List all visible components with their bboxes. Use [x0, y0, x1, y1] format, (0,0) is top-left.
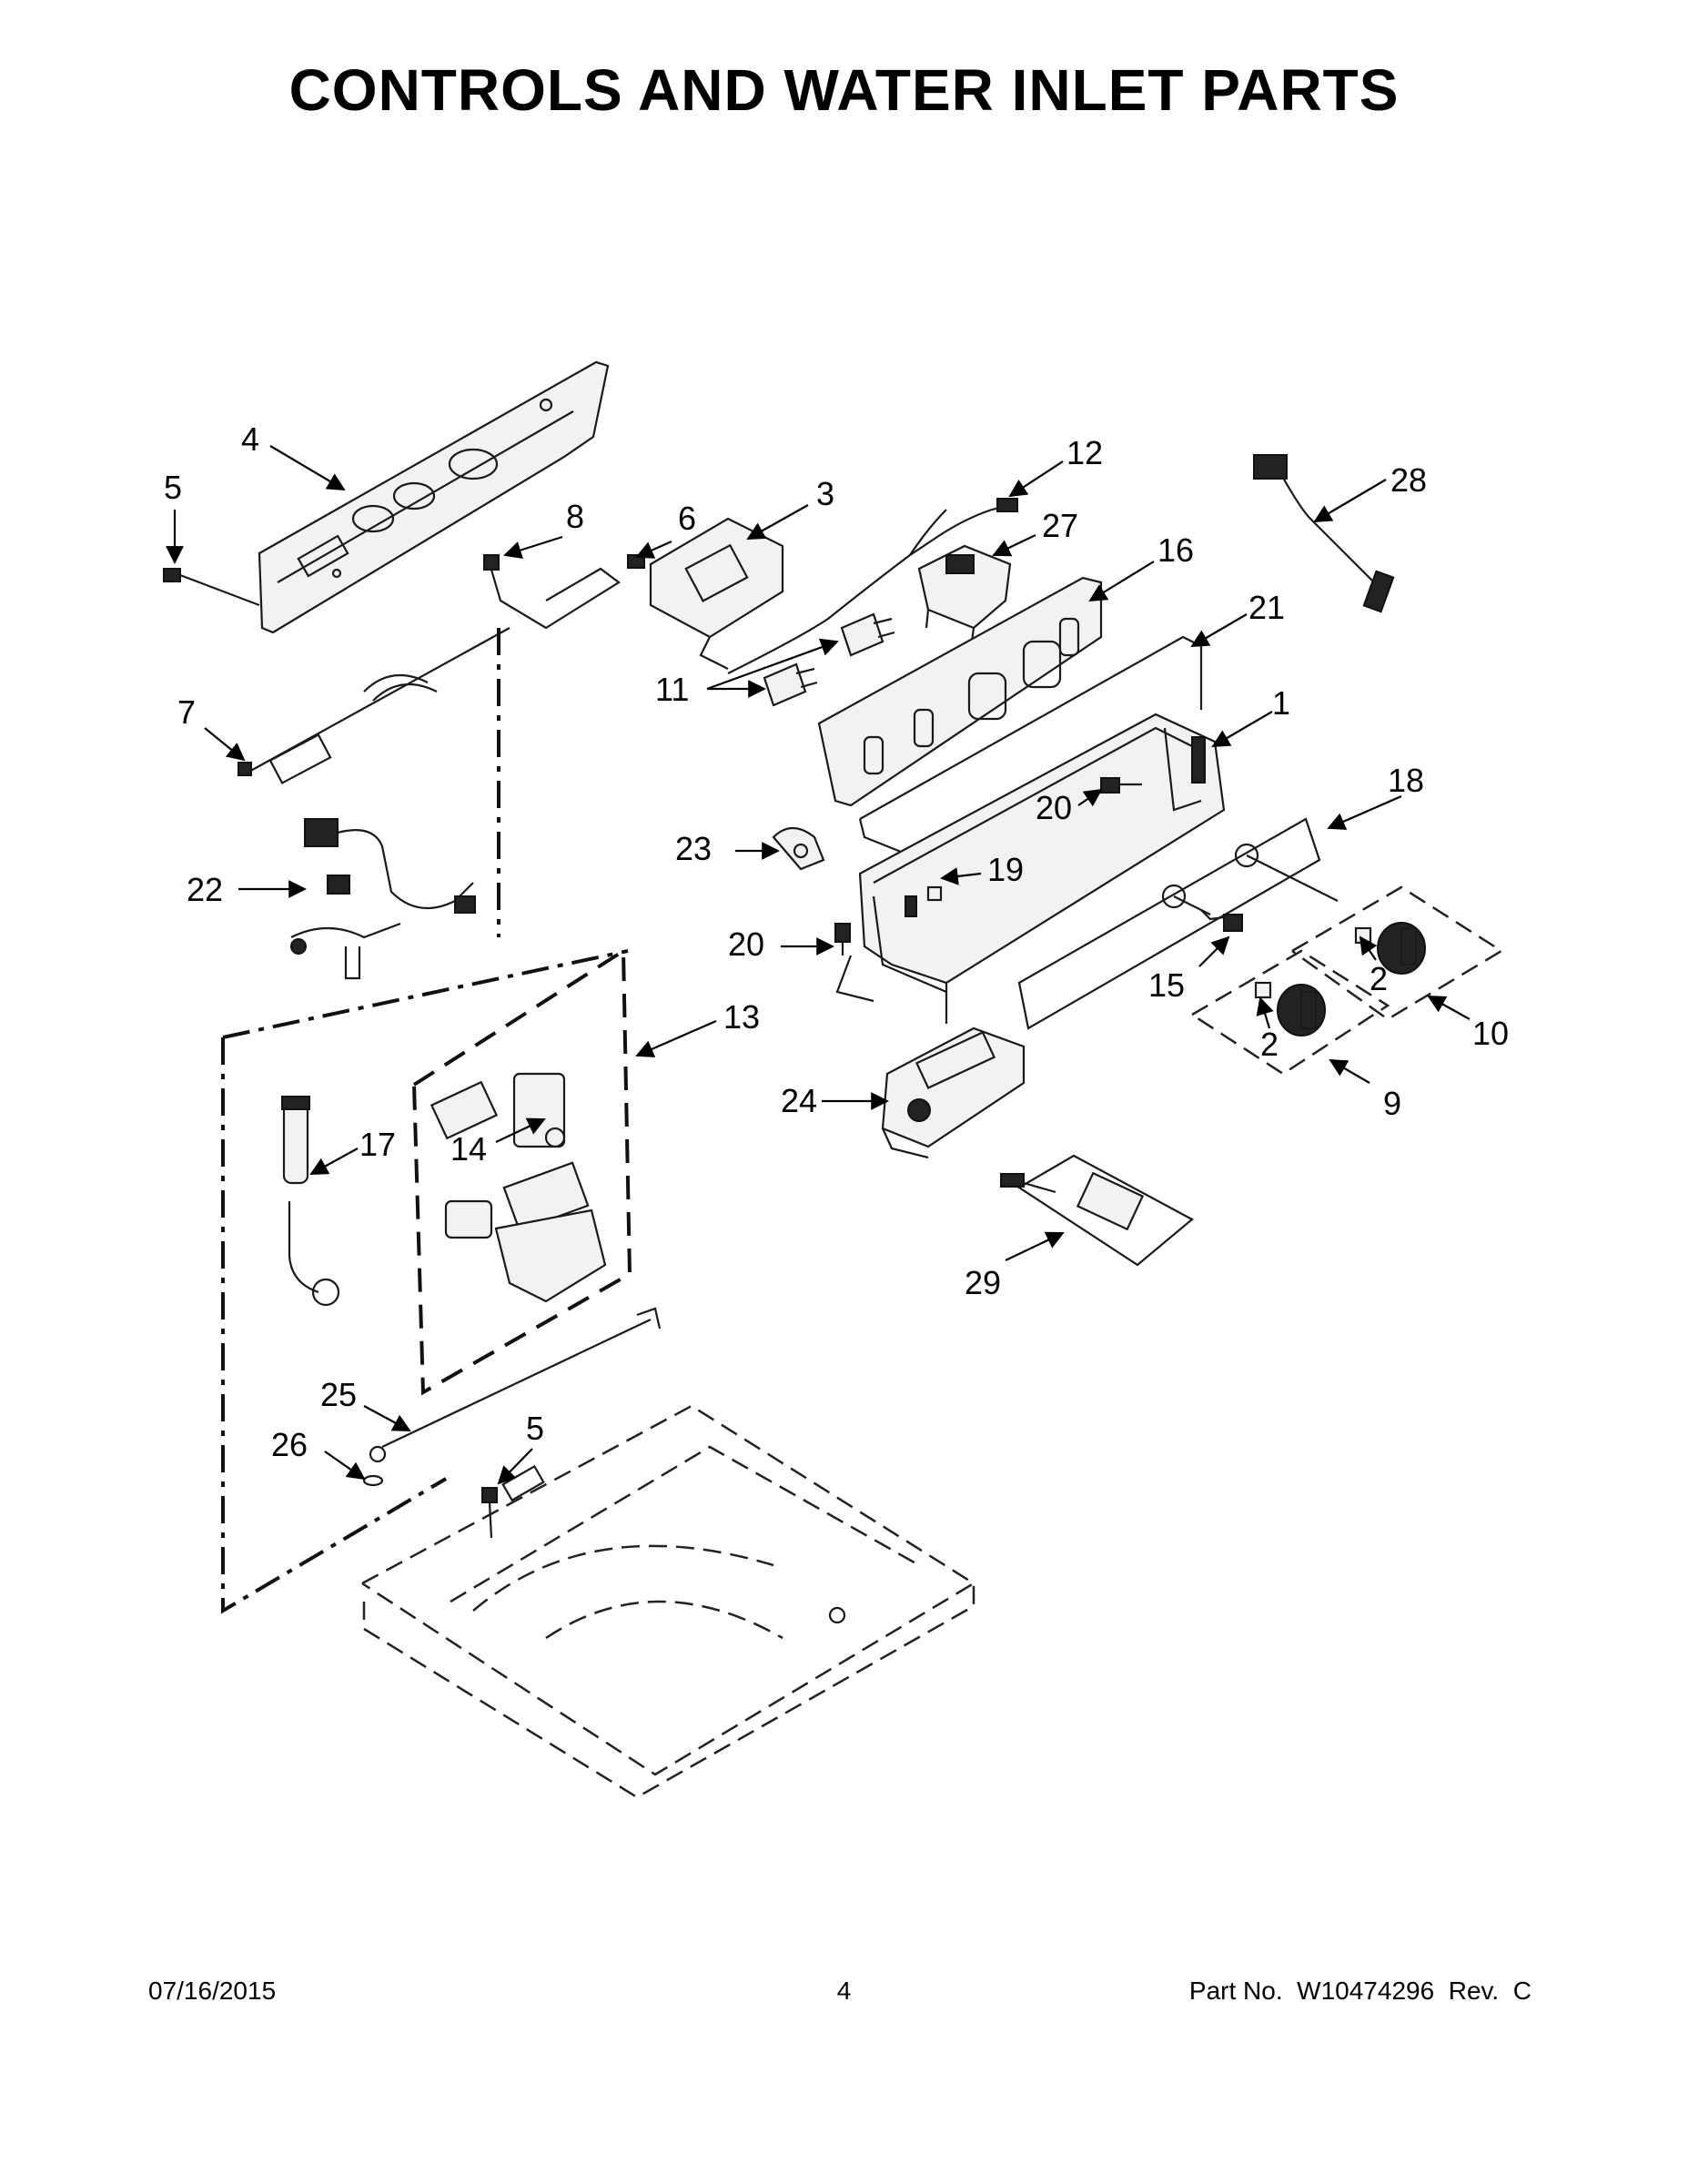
wiring-connectors-part: [290, 818, 476, 980]
callout-number: 11: [655, 671, 689, 708]
assembly-guide-line: [222, 949, 629, 1039]
screw-part: [163, 568, 260, 607]
wire-clip-part: [483, 554, 621, 630]
callout-number: 21: [1248, 589, 1285, 626]
inlet-hose-part: [281, 1096, 340, 1307]
callout-number: 3: [816, 475, 834, 512]
callout-number: 7: [177, 693, 196, 731]
callout-number: 8: [566, 498, 584, 535]
callout-number: 27: [1042, 507, 1078, 544]
top-deck-part: [361, 1404, 976, 1799]
callout-number: 16: [1157, 531, 1194, 569]
callout-number: 23: [675, 830, 712, 867]
callout-number: 26: [271, 1426, 308, 1463]
footer-date: 07/16/2015: [148, 1977, 277, 2005]
clip-bracket-part: [1200, 909, 1243, 932]
leader-lines: [166, 445, 1471, 1485]
ring-part: [362, 1474, 384, 1487]
wire-harness-part: [238, 627, 510, 784]
screw-part: [834, 777, 1142, 956]
cable-harness-part: [1253, 454, 1395, 613]
callout-number: 9: [1383, 1085, 1401, 1122]
callout-number: 10: [1472, 1015, 1509, 1052]
callout-number: 20: [1036, 789, 1072, 826]
bracket-part: [917, 544, 1012, 642]
callout-number: 20: [728, 925, 764, 963]
callout-number: 14: [450, 1130, 487, 1168]
console-housing-part: [835, 713, 1226, 1024]
harness-part: [727, 498, 1018, 674]
callout-labels: 1 2 2 3 4 5 5 6 7 8 9 10 11 12 13 14 15 …: [164, 420, 1509, 1463]
callout-number: 25: [320, 1376, 357, 1413]
callout-number: 1: [1272, 684, 1290, 722]
callout-number: 22: [187, 871, 223, 908]
screw-part: [481, 1487, 498, 1539]
callout-number: 29: [965, 1264, 1001, 1301]
callout-number: 18: [1388, 762, 1424, 799]
callout-number: 17: [359, 1126, 396, 1163]
clip-part: [772, 826, 825, 871]
knob-part: [1191, 949, 1390, 1076]
tube-part: [369, 1307, 662, 1463]
callout-number: 5: [526, 1410, 544, 1447]
console-back-panel-part: [817, 576, 1103, 807]
control-module-part: [881, 1026, 1026, 1159]
callout-number: 12: [1066, 434, 1103, 471]
callout-number: 15: [1148, 966, 1185, 1004]
sensor-board-part: [1000, 1154, 1194, 1267]
assembly-guide-line: [221, 1037, 448, 1614]
footer-page-number: 4: [836, 1977, 852, 2005]
control-board-part: [627, 517, 784, 670]
page-title: CONTROLS AND WATER INLET PARTS: [288, 57, 1400, 123]
callout-number: 13: [723, 998, 760, 1036]
callout-number: 19: [987, 851, 1024, 888]
callout-number: 5: [164, 469, 182, 506]
callout-number: 2: [1260, 1026, 1279, 1063]
rear-console-panel-part: [258, 360, 610, 634]
callout-number: 28: [1390, 461, 1427, 499]
footer-part-number: Part No. W10474296 Rev. C: [1188, 1977, 1531, 2005]
callout-number: 2: [1370, 960, 1388, 997]
water-valve-part: [412, 947, 632, 1396]
callout-number: 6: [678, 500, 696, 537]
callout-number: 24: [781, 1082, 817, 1119]
console-overlay-part: [1017, 817, 1339, 1030]
callout-number: 4: [241, 420, 259, 458]
switch-part: [763, 612, 895, 707]
